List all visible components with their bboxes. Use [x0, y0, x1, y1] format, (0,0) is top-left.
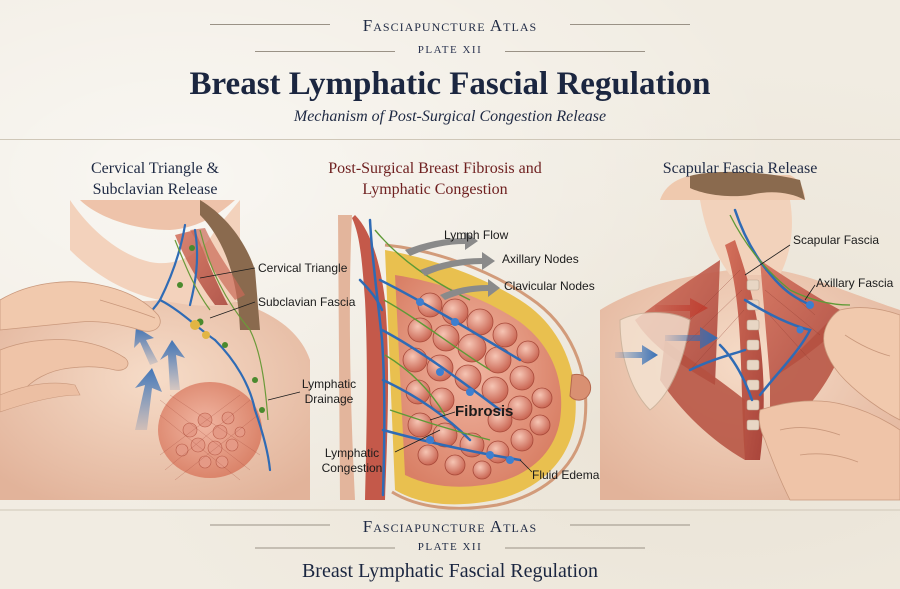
label-cervical-triangle: Cervical Triangle — [258, 261, 348, 275]
left-panel-title-line1: Cervical Triangle & — [91, 160, 219, 177]
label-lymphatic-congestion-line1: Lymphatic — [324, 446, 380, 460]
label-lymphatic-line1: Lymphatic — [301, 377, 357, 391]
plate-rule-left — [255, 51, 395, 52]
label-lymphatic-congestion: Lymphatic Congestion — [312, 446, 392, 476]
center-panel-illustration — [338, 215, 592, 510]
label-drainage-line2: Drainage — [304, 392, 354, 406]
atlas-name: Fasciapuncture Atlas — [362, 16, 538, 35]
center-panel-title-line1: Post-Surgical Breast Fibrosis and — [328, 160, 542, 177]
left-panel-title: Cervical Triangle & Subclavian Release — [50, 158, 260, 200]
footer-title: Breast Lymphatic Fascial Regulation — [301, 560, 599, 582]
label-subclavian-fascia: Subclavian Fascia — [258, 295, 356, 309]
left-panel-illustration — [0, 200, 310, 500]
label-scapular-fascia: Scapular Fascia — [793, 233, 880, 247]
label-clavicular-nodes: Clavicular Nodes — [504, 279, 595, 293]
header-rule-left — [210, 24, 330, 25]
center-panel-title: Post-Surgical Breast Fibrosis and Lympha… — [300, 158, 570, 200]
footer-plate-number: PLATE XII — [417, 541, 483, 553]
label-fibrosis: Fibrosis — [455, 403, 514, 420]
right-panel-illustration — [600, 171, 900, 501]
header-rule-right — [570, 24, 690, 25]
label-lymphatic-drainage: Lymphatic Drainage — [298, 377, 360, 407]
header: Fasciapuncture Atlas PLATE XII Breast Ly… — [0, 0, 900, 140]
page-title: Breast Lymphatic Fascial Regulation — [189, 66, 711, 102]
label-axillary-nodes: Axillary Nodes — [502, 252, 579, 266]
plate-rule-right — [505, 51, 645, 52]
label-fluid-edema: Fluid Edema — [532, 468, 600, 482]
center-panel-title-line2: Lymphatic Congestion — [362, 181, 508, 198]
footer-atlas-name: Fasciapuncture Atlas — [362, 517, 538, 536]
label-lymph-flow: Lymph Flow — [444, 228, 509, 242]
left-panel-title-line2: Subclavian Release — [92, 181, 218, 198]
plate-number: PLATE XII — [417, 44, 483, 56]
label-axillary-fascia: Axillary Fascia — [816, 276, 894, 290]
label-lymphatic-congestion-line2: Congestion — [321, 461, 383, 475]
right-panel-title: Scapular Fascia Release — [662, 160, 818, 177]
header-divider — [0, 139, 900, 140]
page-subtitle: Mechanism of Post-Surgical Congestion Re… — [293, 108, 607, 125]
